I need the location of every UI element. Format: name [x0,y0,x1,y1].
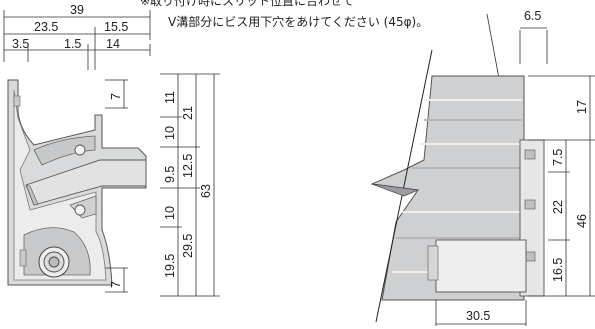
dim-63: 63 [199,184,213,198]
dim-7-bottom: 7 [109,281,123,288]
left-height-dimensions: 11 10 9.5 10 19.5 21 12.5 29.5 63 [160,73,220,297]
dim-11: 11 [163,91,177,104]
dim-21: 21 [181,106,195,120]
dim-10-lower: 10 [163,206,177,220]
dim-16-5: 16.5 [551,258,565,282]
right-height-dimensions: 17 7.5 22 16.5 46 [528,75,595,297]
dim-1-5: 1.5 [64,37,81,51]
right-channel-profile [370,49,545,323]
dim-19-5: 19.5 [163,254,177,278]
dim-15-5: 15.5 [104,20,128,34]
dim-30-5: 30.5 [466,309,490,323]
dim-46: 46 [575,214,589,228]
note-line-2: V溝部分にビス用下穴をあけてください (45φ)。 [168,14,428,29]
left-bracket-profile [7,79,147,286]
dim-12-5: 12.5 [181,154,195,178]
dim-14: 14 [106,37,120,51]
dim-29-5: 29.5 [181,234,195,258]
note-line-1: ※取り付け時にスリット位置に合わせて [140,0,354,8]
left-width-dimensions: 39 23.5 15.5 3.5 1.5 14 [3,3,151,70]
dim-3-5: 3.5 [12,37,29,51]
dim-9-5: 9.5 [163,166,177,183]
dim-39: 39 [70,3,84,17]
left-side-dimensions: 7 7 [105,79,128,293]
dim-10-upper: 10 [163,126,177,140]
dim-7-top: 7 [109,93,123,100]
dim-17: 17 [575,100,589,114]
right-bottom-dimension: 30.5 [435,300,527,326]
dim-22: 22 [551,200,565,214]
right-top-dimension: 6.5 [519,9,548,64]
dim-6-5: 6.5 [524,9,541,23]
dim-7-5: 7.5 [551,149,565,166]
dim-23-5: 23.5 [34,20,58,34]
